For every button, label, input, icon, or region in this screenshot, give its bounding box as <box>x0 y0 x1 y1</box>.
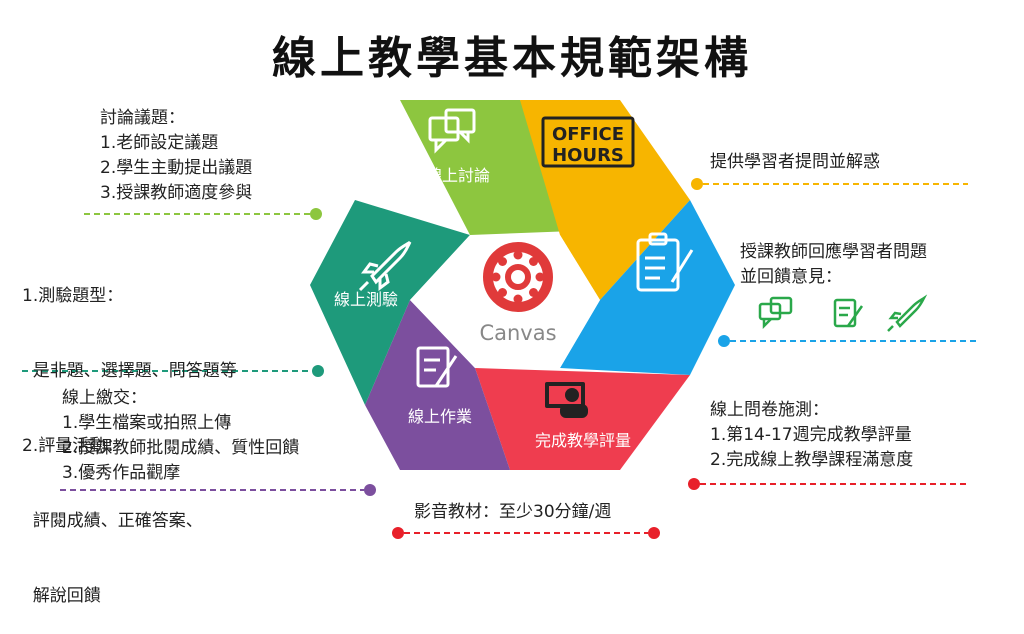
rocket-small-icon <box>887 294 928 332</box>
office-hours-bottom: HOURS <box>552 145 624 166</box>
page-title: 線上教學基本規範架構 <box>272 33 752 84</box>
connector-homework <box>60 484 376 496</box>
note-line: 3.授課教師適度參與 <box>100 183 253 203</box>
note-line: 2.完成線上教學課程滿意度 <box>710 450 914 470</box>
note-line: 2.授課教師批閱成績、質性回饋 <box>62 438 300 458</box>
document-edit-icon <box>416 346 458 388</box>
office-hours-top: OFFICE <box>552 124 624 145</box>
hub-label: Canvas <box>479 321 556 345</box>
note-line: 2.學生主動提出議題 <box>100 158 253 178</box>
connector-feedback <box>718 335 978 347</box>
note-line: 提供學習者提問並解惑 <box>710 152 880 172</box>
note-line: 是非題、選擇題、問答題等 <box>22 361 237 381</box>
connector-evaluation <box>688 478 968 490</box>
segment-homework-label: 線上作業 <box>408 407 472 426</box>
note-line: 線上問卷施測： <box>710 400 829 420</box>
note-homework: 線上繳交： 1.學生檔案或拍照上傳 2.授課教師批閱成績、質性回饋 3.優秀作品… <box>62 386 299 486</box>
segment-evaluation[interactable] <box>475 368 690 470</box>
segment-evaluation-label: 完成教學評量 <box>535 431 631 450</box>
note-line: 解說回饋 <box>22 586 101 606</box>
office-hours-logo-icon: OFFICE HOURS <box>541 116 635 168</box>
note-line: 評閱成績、正確答案、 <box>22 511 203 531</box>
framework-diagram: Canvas 線上討論 OFFICE HOURS 完成教學評量 線上作業 <box>22 100 978 539</box>
connector-office-hours <box>691 178 968 190</box>
note-media: 影音教材：至少30分鐘/週 <box>414 500 611 525</box>
segment-quiz[interactable] <box>310 200 470 405</box>
note-evaluation: 線上問卷施測： 1.第14-17週完成教學評量 2.完成線上教學課程滿意度 <box>710 398 913 473</box>
canvas-logo-icon <box>483 242 553 312</box>
note-quiz: 1.測驗題型： 是非題、選擇題、問答題等 2.評量活動： 評閱成績、正確答案、 … <box>22 234 237 634</box>
clipboard-icon <box>636 232 694 292</box>
note-line: 1.測驗題型： <box>22 286 124 306</box>
note-line: 2.評量活動： <box>22 436 124 456</box>
segment-discussion-label: 線上討論 <box>426 166 490 185</box>
segment-quiz-label: 線上測驗 <box>334 290 398 309</box>
note-line: 1.老師設定議題 <box>100 133 219 153</box>
rocket-icon <box>358 240 412 292</box>
chat-icon <box>428 108 476 154</box>
note-line: 並回饋意見： <box>740 267 842 287</box>
note-discussion: 討論議題： 1.老師設定議題 2.學生主動提出議題 3.授課教師適度參與 <box>100 106 252 206</box>
segment-office-hours[interactable] <box>520 100 690 300</box>
connector-discussion <box>84 208 322 220</box>
segment-feedback[interactable] <box>560 200 735 375</box>
note-line: 討論議題： <box>100 108 185 128</box>
person-screen-icon <box>545 382 588 418</box>
note-line: 線上繳交： <box>62 388 147 408</box>
document-small-icon <box>833 298 864 328</box>
note-office-hours: 提供學習者提問並解惑 <box>710 150 880 175</box>
connector-quiz <box>22 365 324 377</box>
chat-small-icon <box>758 296 793 330</box>
note-line: 1.學生檔案或拍照上傳 <box>62 413 232 433</box>
note-line: 授課教師回應學習者問題 <box>740 242 927 262</box>
note-line: 1.第14-17週完成教學評量 <box>710 425 912 445</box>
note-line: 影音教材：至少30分鐘/週 <box>414 502 612 522</box>
connector-media <box>392 527 660 539</box>
note-feedback: 授課教師回應學習者問題 並回饋意見： <box>740 240 927 290</box>
note-line: 3.優秀作品觀摩 <box>62 463 181 483</box>
